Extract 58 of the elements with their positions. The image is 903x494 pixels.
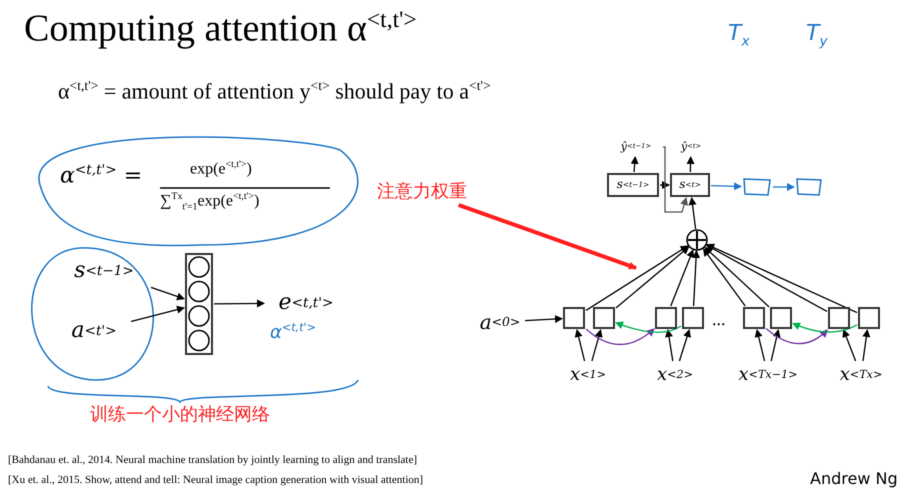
- arrow: [214, 299, 265, 308]
- math-label: x$^{<Tx−1>}$: [726, 362, 810, 388]
- arrow: [792, 322, 858, 333]
- definition-text: α$^{<t,t'>}$ = amount of attention y$^{<t>}$ should pay to a$^{<t'>}$: [58, 78, 491, 104]
- handwritten-note: T$_{y}$: [806, 22, 828, 50]
- arrow: [524, 315, 563, 324]
- math-label: e$^{<t,t'>}$: [265, 286, 347, 320]
- arrow: [766, 328, 828, 344]
- pointer-arrow: [458, 203, 637, 270]
- arrow: [630, 156, 639, 172]
- ellipsis: ...: [712, 310, 726, 330]
- handwritten-note: T$_{x}$: [728, 22, 750, 50]
- arrow: [586, 328, 655, 346]
- arrow: [692, 250, 700, 306]
- math-label: a$^{<0>}$: [476, 308, 524, 336]
- arrow: [615, 321, 682, 333]
- math-label: ŷ$^{<t>}$: [676, 138, 706, 156]
- arrow: [770, 329, 781, 362]
- slide-title: Computing attention α$^{<t,t'>}$: [24, 8, 417, 50]
- reference-text: [Bahdanau et. al., 2014. Neural machine translation by jointly learning to align and translate]: [8, 454, 418, 466]
- author-name: Andrew Ng: [810, 470, 898, 488]
- arrow: [678, 329, 691, 362]
- arrow: [591, 329, 603, 362]
- arrow: [665, 329, 674, 362]
- arrow: [150, 286, 185, 300]
- arrow: [842, 329, 856, 362]
- arrow: [706, 244, 858, 314]
- math-label: ŷ$^{<t−1>}$: [610, 138, 662, 156]
- arrow: [862, 329, 870, 362]
- math-label: x$^{<Tx>}$: [830, 362, 892, 388]
- arrow: [586, 245, 689, 311]
- arrow: [773, 183, 795, 191]
- rnn-cell: s$^{<t>}$: [670, 173, 710, 197]
- arrow: [130, 306, 185, 322]
- fraction-numerator: exp(e$^{<t,t'>}$): [190, 160, 252, 178]
- annotation-text: 训练一个小的神经网络: [90, 405, 270, 425]
- arrow: [670, 249, 694, 306]
- handwritten-note: α$^{<t,t'>}$: [270, 322, 316, 343]
- math-label: x$^{<2>}$: [651, 362, 699, 388]
- reference-text: [Xu et. al., 2015. Show, attend and tell: Neural image caption generation with visual attention]: [8, 474, 424, 486]
- formula-text: α$^{<t,t'>}$ =: [60, 163, 142, 189]
- fraction-denominator: ∑$^{Tx}$$_{t'=1}$exp(e$^{<t,t'>}$): [160, 192, 260, 214]
- math-label: s$^{<t−1>}$: [58, 255, 150, 287]
- rnn-cell: s$^{<t−1>}$: [607, 173, 659, 197]
- arrow: [754, 329, 766, 362]
- math-label: x$^{<1>}$: [566, 362, 610, 388]
- arrow: [574, 329, 586, 362]
- math-label: a$^{<t'>}$: [58, 315, 130, 347]
- arrow: [686, 156, 695, 172]
- arrow: [663, 146, 688, 213]
- arrow: [688, 197, 696, 230]
- arrow: [704, 246, 770, 308]
- arrow: [660, 181, 670, 189]
- annotation-text: 注意力权重: [372, 180, 472, 204]
- arrow: [616, 246, 690, 308]
- arrow: [710, 182, 742, 190]
- arrow: [706, 244, 828, 312]
- arrow: [702, 248, 746, 306]
